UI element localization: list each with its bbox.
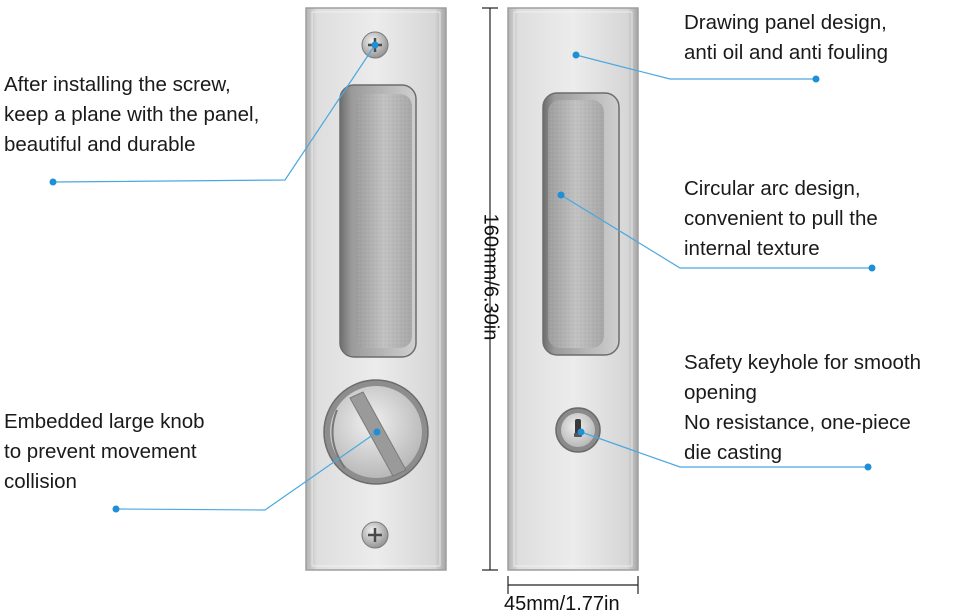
height-dimension-label: 160mm/6.30in	[479, 213, 502, 341]
left-lock-plate	[305, 7, 447, 571]
right-finger-recess	[542, 92, 620, 356]
leader-line-arc	[560, 194, 872, 269]
annotation-line: die casting	[684, 441, 783, 464]
annotation-line: keep a plane with the panel,	[4, 103, 260, 126]
keyhole-icon	[555, 407, 601, 453]
knob-annotation: Embedded large knob to prevent movement …	[4, 407, 205, 497]
leader-line-knob	[115, 431, 378, 511]
annotation-line: convenient to pull the	[684, 207, 878, 230]
bottom-screw-icon	[361, 521, 389, 549]
right-lock-plate	[507, 7, 639, 571]
leader-line-panel	[575, 54, 816, 80]
leader-dot-screw-start	[371, 41, 379, 49]
annotation-line: to prevent movement	[4, 440, 197, 463]
leader-dot-panel-end	[812, 75, 820, 83]
annotation-line: Circular arc design,	[684, 177, 861, 200]
leader-dot-arc-start	[557, 191, 565, 199]
panel-annotation: Drawing panel design, anti oil and anti …	[684, 8, 888, 68]
left-finger-recess	[339, 84, 417, 358]
height-dimension-line	[482, 7, 498, 571]
width-dimension-label: 45mm/1.77in	[504, 593, 620, 615]
annotation-line: beautiful and durable	[4, 133, 196, 156]
screw-annotation: After installing the screw, keep a plane…	[4, 70, 259, 160]
leader-line-screw	[52, 44, 376, 183]
leader-dot-knob-end	[112, 505, 120, 513]
annotation-line: After installing the screw,	[4, 73, 231, 96]
leader-dot-screw-end	[49, 178, 57, 186]
annotation-line: Embedded large knob	[4, 410, 205, 433]
leader-dot-knob-start	[373, 428, 381, 436]
annotation-line: Drawing panel design,	[684, 11, 887, 34]
leader-dot-keyhole-end	[864, 463, 872, 471]
annotation-line: Safety keyhole for smooth	[684, 351, 922, 374]
keyhole-annotation: Safety keyhole for smooth opening No res…	[684, 348, 921, 468]
annotation-line: No resistance, one-piece	[684, 411, 911, 434]
leader-dot-panel-start	[572, 51, 580, 59]
annotation-line: collision	[4, 470, 77, 493]
leader-line-keyhole	[580, 431, 868, 468]
width-dimension-line	[507, 576, 639, 594]
leader-dot-keyhole-start	[577, 428, 585, 436]
leader-dot-arc-end	[868, 264, 876, 272]
annotation-line: opening	[684, 381, 757, 404]
arc-annotation: Circular arc design, convenient to pull …	[684, 174, 878, 264]
annotation-line: anti oil and anti fouling	[684, 41, 889, 64]
annotation-line: internal texture	[684, 237, 820, 260]
